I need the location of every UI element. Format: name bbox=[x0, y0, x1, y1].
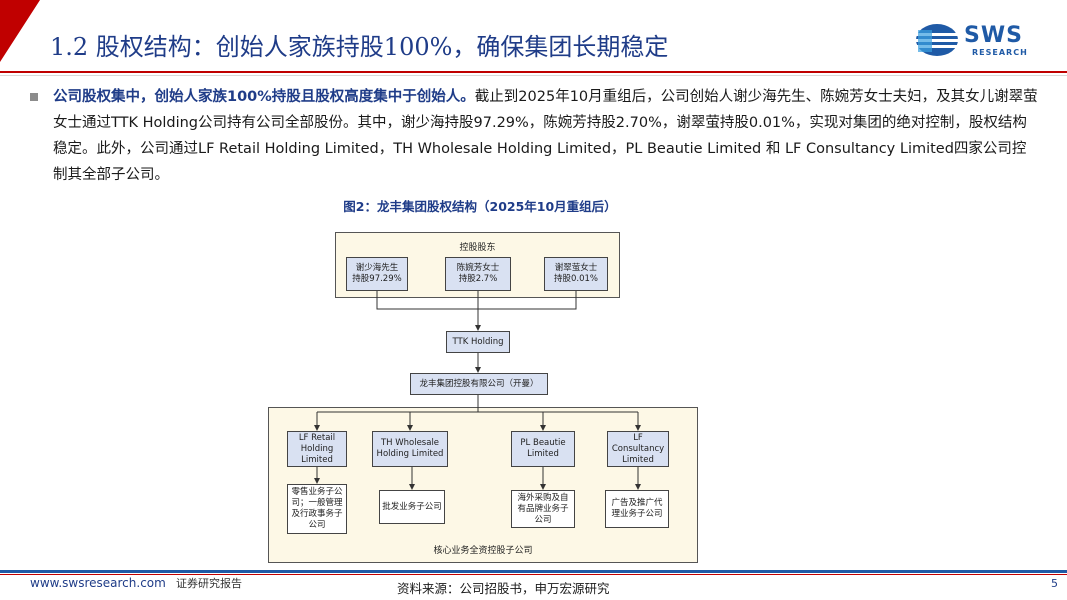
business-node: 零售业务子公司；一般管理及行政事务子公司 bbox=[287, 484, 347, 534]
shareholder-name: 陈婉芳女士 bbox=[456, 263, 500, 273]
title-divider bbox=[0, 71, 1067, 73]
page-number: 5 bbox=[1051, 577, 1058, 590]
body-paragraph: 公司股权集中，创始人家族100%持股且股权高度集中于创始人。截止到2025年10… bbox=[53, 84, 1038, 188]
shareholder-name: 谢少海先生 bbox=[355, 263, 399, 273]
business-node: 广告及推广代理业务子公司 bbox=[605, 490, 669, 528]
bullet-square-icon bbox=[30, 93, 38, 101]
shareholder-share: 持股2.7% bbox=[458, 274, 498, 284]
group-node: 龙丰集团控股有限公司（开曼） bbox=[410, 373, 548, 395]
business-node: 海外采购及自有品牌业务子公司 bbox=[511, 490, 575, 528]
title-divider-thin bbox=[0, 75, 1067, 76]
logo-wordmark: SWS bbox=[964, 23, 1023, 48]
page-title: 1.2 股权结构：创始人家族持股100%，确保集团长期稳定 bbox=[50, 33, 669, 61]
shareholder-share: 持股97.29% bbox=[352, 274, 402, 284]
holding-node: TTK Holding bbox=[446, 331, 510, 353]
figure-title: 图2：龙丰集团股权结构（2025年10月重组后） bbox=[343, 199, 617, 214]
sws-globe-icon bbox=[916, 24, 958, 56]
subsidiary-node: TH Wholesale Holding Limited bbox=[372, 431, 448, 467]
paragraph-lead: 公司股权集中，创始人家族100%持股且股权高度集中于创始人。 bbox=[53, 89, 475, 105]
shareholder-node: 陈婉芳女士持股2.7% bbox=[445, 257, 511, 291]
paragraph-text: 截止到2025年10月重组后，公司创始人谢少海先生、陈婉芳女士夫妇，及其女儿谢翠… bbox=[53, 89, 1038, 183]
footer-source: 资料来源：公司招股书，申万宏源研究 bbox=[397, 581, 610, 596]
controlling-shareholders-label: 控股股东 bbox=[459, 243, 496, 253]
header-corner-accent bbox=[0, 0, 40, 62]
subsidiary-node: LF Retail Holding Limited bbox=[287, 431, 347, 467]
footer-report-tag: 证券研究报告 bbox=[176, 577, 242, 590]
business-node: 批发业务子公司 bbox=[379, 490, 445, 524]
subsidiary-node: LF Consultancy Limited bbox=[607, 431, 669, 467]
footer-website-link[interactable]: www.swsresearch.com bbox=[30, 576, 166, 590]
shareholder-share: 持股0.01% bbox=[553, 274, 598, 284]
sws-logo: SWS RESEARCH bbox=[914, 21, 1044, 61]
shareholder-node: 谢少海先生持股97.29% bbox=[346, 257, 408, 291]
subsidiaries-panel-label: 核心业务全资控股子公司 bbox=[433, 546, 533, 556]
footer-divider-thin bbox=[0, 574, 1067, 575]
logo-subtitle: RESEARCH bbox=[972, 48, 1028, 57]
footer-divider bbox=[0, 570, 1067, 573]
shareholder-node: 谢翠萤女士持股0.01% bbox=[544, 257, 608, 291]
subsidiary-node: PL Beautie Limited bbox=[511, 431, 575, 467]
shareholder-name: 谢翠萤女士 bbox=[554, 263, 598, 273]
